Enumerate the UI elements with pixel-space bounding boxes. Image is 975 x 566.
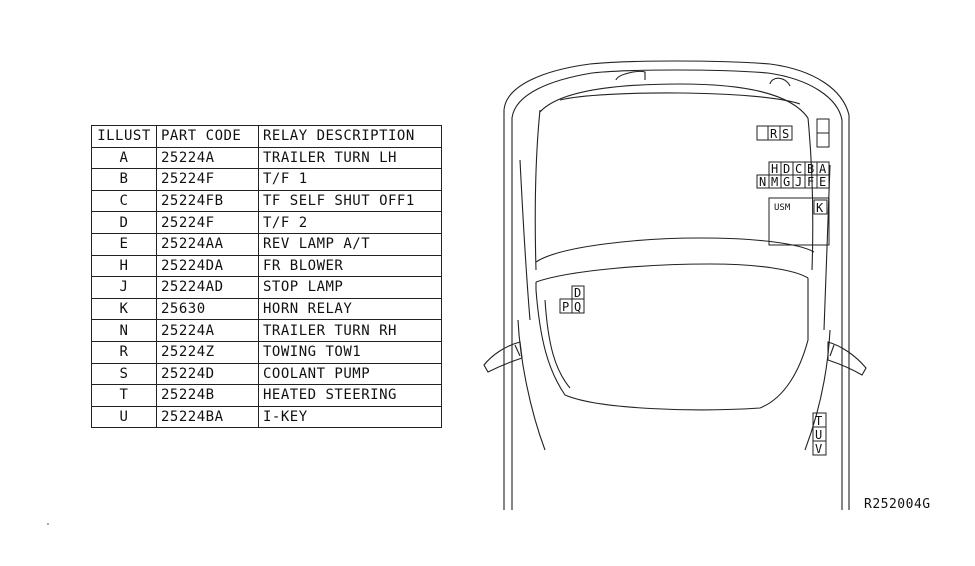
usm-module: USM K: [768, 197, 830, 246]
header-relay-description: RELAY DESCRIPTION: [258, 125, 442, 148]
table-header-row: ILLUST PART CODE RELAY DESCRIPTION: [91, 125, 442, 148]
cell-description: TOWING TOW1: [258, 340, 442, 364]
relay-label-e: E: [819, 175, 826, 189]
relay-box-blank: [816, 118, 830, 134]
cell-part-code: 25224Z: [156, 340, 259, 364]
cell-description: REV LAMP A/T: [258, 232, 442, 256]
relay-box-q: [571, 298, 585, 314]
relay-box-s: [779, 125, 793, 141]
relay-label-t: T: [815, 414, 822, 428]
cell-description: T/F 2: [258, 211, 442, 234]
vehicle-outline: [483, 60, 867, 510]
usm-box: [768, 197, 830, 246]
relay-group-pq: D P Q: [559, 285, 585, 314]
relay-label-g: G: [783, 175, 790, 189]
cell-part-code: 25224FB: [156, 189, 259, 213]
relay-label-d: D: [783, 162, 790, 176]
cell-part-code: 25224DA: [156, 254, 259, 278]
relay-label-c: C: [795, 162, 802, 176]
relay-label-s: S: [782, 127, 789, 141]
relay-label-m: M: [771, 175, 778, 189]
relay-label-k: K: [816, 201, 824, 215]
relay-box-v: [812, 440, 827, 456]
cell-description: HORN RELAY: [258, 297, 442, 321]
cell-description: I-KEY: [258, 405, 442, 429]
relay-box-blank: [816, 132, 830, 148]
relay-label-f: F: [807, 175, 814, 189]
relay-box-e: [816, 174, 830, 189]
relay-label-q: Q: [574, 300, 581, 314]
cell-description: STOP LAMP: [258, 276, 442, 299]
cell-part-code: 25224F: [156, 211, 259, 234]
cell-description: TRAILER TURN RH: [258, 319, 442, 342]
relay-label-n: N: [759, 175, 766, 189]
relay-box-k: [813, 199, 828, 215]
cell-part-code: 25224AA: [156, 232, 259, 256]
cell-description: TF SELF SHUT OFF1: [258, 189, 442, 213]
relay-label-h: H: [771, 162, 778, 176]
relay-label-u: U: [815, 428, 822, 442]
relay-label-p: P: [562, 300, 569, 314]
cell-part-code: 25224A: [156, 146, 259, 170]
usm-label: USM: [774, 203, 791, 213]
relay-group-tuv: T U V: [812, 412, 827, 456]
cell-description: TRAILER TURN LH: [258, 146, 442, 170]
relay-group-rs: R S: [756, 118, 830, 148]
relay-label-d-left: D: [574, 286, 581, 300]
relay-label-b: B: [807, 162, 814, 176]
figure-id: R252004G: [864, 497, 931, 512]
cell-part-code: 25224AD: [156, 276, 259, 299]
relay-box-blank: [756, 125, 769, 141]
stray-dot: [47, 523, 49, 525]
cell-description: T/F 1: [258, 168, 442, 191]
relay-label-j: J: [795, 175, 802, 189]
cell-part-code: 25224BA: [156, 405, 259, 429]
relay-label-v: V: [815, 442, 822, 456]
header-illust: ILLUST: [91, 125, 157, 148]
relay-label-a: A: [819, 162, 827, 176]
relay-grid-main: H D C B A N M G J F E: [756, 161, 830, 189]
relay-label-r: R: [770, 127, 778, 141]
